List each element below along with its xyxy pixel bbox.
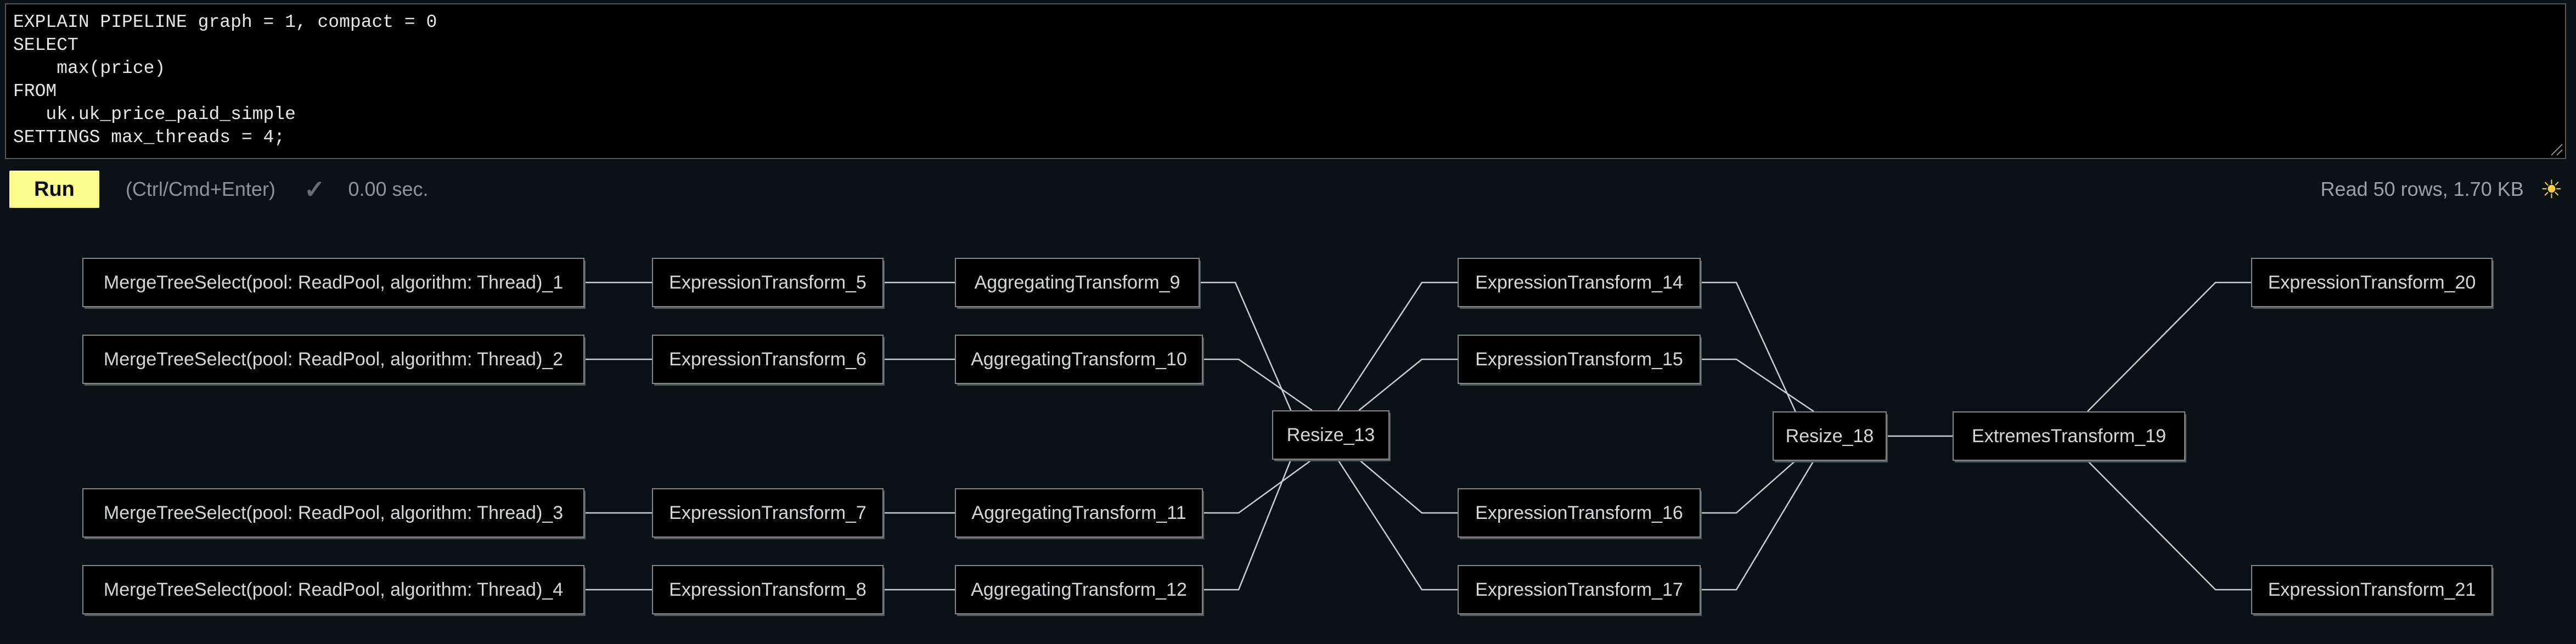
graph-edge-10-13	[1203, 358, 1313, 411]
graph-node-8: ExpressionTransform_8	[652, 565, 884, 614]
graph-edge-13-17	[1337, 459, 1458, 591]
graph-edge-11-13	[1203, 459, 1313, 514]
graph-node-9: AggregatingTransform_9	[955, 258, 1200, 307]
graph-edge-13-14	[1337, 281, 1458, 411]
read-stats: Read 50 rows, 1.70 KB	[2320, 178, 2524, 200]
graph-edge-13-16	[1358, 459, 1458, 514]
graph-node-6: ExpressionTransform_6	[652, 335, 884, 384]
toolbar: Run (Ctrl/Cmd+Enter) ✓ 0.00 sec. Read 50…	[9, 171, 2563, 208]
graph-node-16: ExpressionTransform_16	[1458, 488, 1701, 538]
graph-edge-16-18	[1701, 460, 1796, 514]
shortcut-hint: (Ctrl/Cmd+Enter)	[125, 178, 275, 200]
sql-editor[interactable]: EXPLAIN PIPELINE graph = 1, compact = 0 …	[5, 3, 2566, 159]
graph-node-10: AggregatingTransform_10	[955, 335, 1203, 384]
theme-toggle-icon[interactable]: ☀	[2540, 175, 2563, 204]
graph-edge-15-18	[1701, 358, 1814, 413]
graph-edge-12-13	[1203, 459, 1292, 591]
graph-edge-17-18	[1701, 460, 1814, 591]
graph-node-1: MergeTreeSelect(pool: ReadPool, algorith…	[82, 258, 584, 307]
graph-node-5: ExpressionTransform_5	[652, 258, 884, 307]
graph-edge-19-21	[2087, 460, 2251, 591]
graph-node-13: Resize_13	[1272, 410, 1390, 460]
graph-node-12: AggregatingTransform_12	[955, 565, 1203, 614]
graph-node-14: ExpressionTransform_14	[1458, 258, 1701, 307]
graph-node-7: ExpressionTransform_7	[652, 488, 884, 538]
graph-edge-19-20	[2087, 281, 2251, 412]
graph-edge-14-18	[1701, 281, 1796, 412]
success-check-icon: ✓	[303, 175, 325, 204]
sql-text: EXPLAIN PIPELINE graph = 1, compact = 0 …	[13, 12, 437, 148]
editor-resize-grip-icon[interactable]	[2549, 142, 2563, 156]
graph-edge-13-15	[1358, 358, 1458, 411]
graph-node-11: AggregatingTransform_11	[955, 488, 1203, 538]
graph-node-19: ExtremesTransform_19	[1953, 411, 2185, 461]
graph-node-4: MergeTreeSelect(pool: ReadPool, algorith…	[82, 565, 584, 614]
graph-edge-9-13	[1200, 281, 1292, 411]
graph-node-21: ExpressionTransform_21	[2251, 565, 2493, 614]
run-button[interactable]: Run	[9, 171, 99, 208]
graph-node-2: MergeTreeSelect(pool: ReadPool, algorith…	[82, 335, 584, 384]
graph-node-20: ExpressionTransform_20	[2251, 258, 2493, 307]
graph-node-18: Resize_18	[1773, 411, 1887, 461]
graph-node-3: MergeTreeSelect(pool: ReadPool, algorith…	[82, 488, 584, 538]
graph-node-15: ExpressionTransform_15	[1458, 335, 1701, 384]
graph-node-17: ExpressionTransform_17	[1458, 565, 1701, 614]
elapsed-time: 0.00 sec.	[348, 178, 429, 200]
